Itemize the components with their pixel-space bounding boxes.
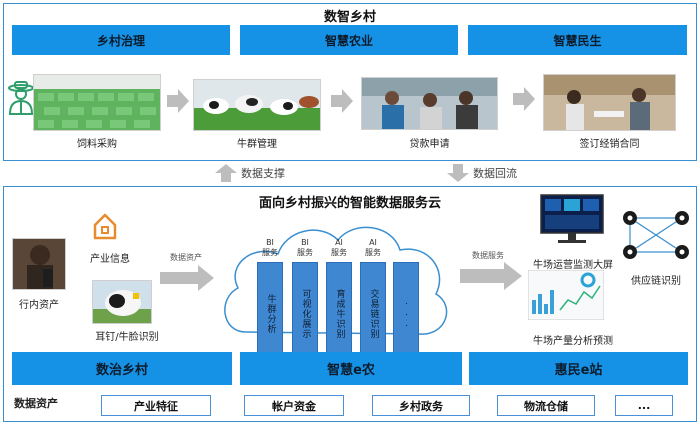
data-out-arrow bbox=[460, 262, 522, 290]
monitor-screen-icon bbox=[540, 194, 604, 246]
bank-assets-photo bbox=[12, 238, 66, 290]
service-label-ai-2: AI 服务 bbox=[365, 238, 381, 257]
chip-account-funds[interactable]: 帐户资金 bbox=[244, 395, 344, 416]
chip-more[interactable]: ... bbox=[615, 395, 673, 416]
data-assets-arrow-label: 数据资产 bbox=[170, 253, 202, 262]
data-assets-row-label: 数据资产 bbox=[14, 397, 58, 410]
data-service-arrow-label: 数据服务 bbox=[472, 251, 504, 260]
service-herd-analysis[interactable]: 牛群分析 bbox=[257, 262, 283, 365]
cloud-title: 面向乡村振兴的智能数据服务云 bbox=[258, 196, 441, 211]
tab-smart-livelihood[interactable]: 智慧民生 bbox=[468, 25, 687, 55]
step-caption-contract: 签订经销合同 bbox=[579, 139, 640, 150]
bank-assets-label: 行内资产 bbox=[19, 300, 59, 311]
ear-tag-photo bbox=[92, 280, 152, 324]
feed-purchase-photo bbox=[33, 74, 161, 131]
service-more[interactable]: ... bbox=[393, 262, 419, 365]
forecast-dashboard-icon bbox=[527, 269, 605, 321]
forecast-label: 牛场产量分析预测 bbox=[533, 336, 613, 347]
data-support-label: 数据支撑 bbox=[241, 167, 285, 180]
service-trade-chain-recognition[interactable]: 交易链识别 bbox=[360, 262, 386, 365]
chip-industry-features[interactable]: 产业特征 bbox=[101, 395, 211, 416]
step-arrow-1 bbox=[167, 89, 189, 113]
herd-management-photo bbox=[193, 79, 321, 131]
step-caption-loan: 贷款申请 bbox=[409, 139, 450, 150]
sign-contract-photo bbox=[543, 74, 676, 131]
industry-house-icon bbox=[92, 212, 118, 240]
step-caption-feed: 饲料采购 bbox=[77, 139, 117, 150]
farmer-icon bbox=[6, 80, 36, 116]
monitor-screen-label: 牛场运营监测大屏 bbox=[533, 260, 613, 271]
data-backflow: 数据回流 bbox=[447, 164, 517, 182]
tab-village-governance[interactable]: 乡村治理 bbox=[12, 25, 230, 55]
service-label-bi-2: BI 服务 bbox=[297, 238, 313, 257]
down-arrow-icon bbox=[447, 164, 469, 182]
step-arrow-2 bbox=[331, 89, 353, 113]
service-heifer-recognition[interactable]: 育成牛识别 bbox=[326, 262, 352, 365]
step-caption-herd: 牛群管理 bbox=[237, 139, 277, 150]
top-title: 数智乡村 bbox=[323, 10, 376, 25]
data-backflow-label: 数据回流 bbox=[473, 167, 517, 180]
ear-tag-label: 耳钉/牛脸识别 bbox=[95, 332, 159, 343]
tab-benefit-e-station[interactable]: 惠民e站 bbox=[469, 352, 688, 385]
data-in-arrow bbox=[160, 265, 214, 291]
chip-logistics-storage[interactable]: 物流仓储 bbox=[497, 395, 595, 416]
data-support-flow: 数据支撑 bbox=[215, 164, 285, 182]
tab-smart-agriculture[interactable]: 智慧农业 bbox=[240, 25, 458, 55]
service-visualization[interactable]: 可视化展示 bbox=[292, 262, 318, 365]
supply-chain-graph-icon bbox=[620, 206, 692, 268]
tab-digital-village[interactable]: 数治乡村 bbox=[12, 352, 232, 385]
loan-application-photo bbox=[361, 77, 498, 130]
step-arrow-3 bbox=[513, 87, 535, 111]
tab-smart-e-farm[interactable]: 智慧e农 bbox=[240, 352, 462, 385]
chip-village-affairs[interactable]: 乡村政务 bbox=[372, 395, 470, 416]
supply-chain-label: 供应链识别 bbox=[631, 276, 681, 287]
up-arrow-icon bbox=[215, 164, 237, 182]
service-label-bi-1: BI 服务 bbox=[262, 238, 278, 257]
industry-info-label: 产业信息 bbox=[90, 254, 130, 265]
service-label-ai-1: AI 服务 bbox=[331, 238, 347, 257]
